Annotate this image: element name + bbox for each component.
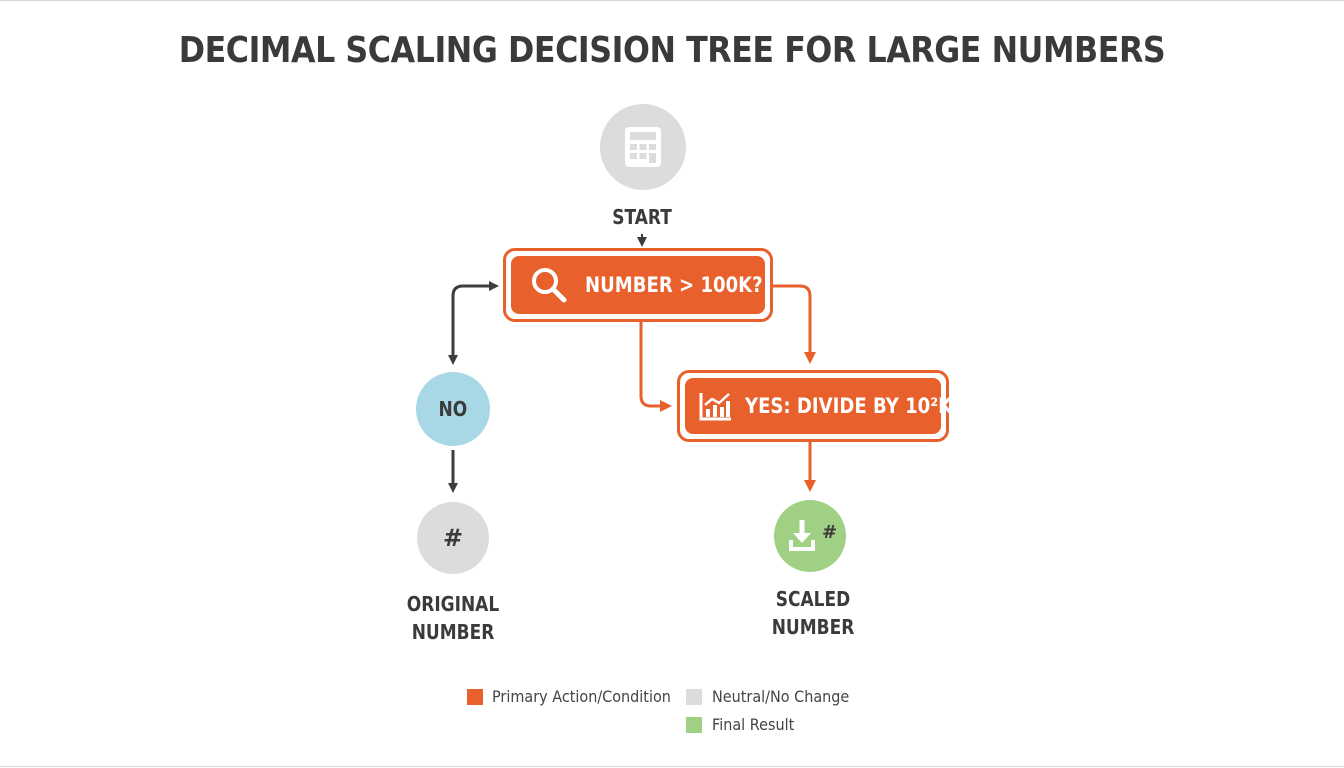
hash-icon: # [822,522,838,543]
start-label: START [612,205,672,229]
arrow-condition-to-yes-left [639,322,672,412]
no-node: NO [416,372,490,446]
calculator-icon [625,127,661,167]
magnifier-icon [532,268,567,303]
original-label-line2: NUMBER [411,620,495,644]
scaled-node: # [774,500,846,572]
condition-node: NUMBER > 100K? [503,248,773,322]
top-border [0,0,1344,1]
download-icon [789,520,815,551]
condition-label: NUMBER > 100K? [585,273,763,297]
no-label: NO [438,397,468,421]
scaled-label-line1: SCALED [775,587,851,611]
original-label: ORIGINAL NUMBER [389,590,517,646]
page-title: DECIMAL SCALING DECISION TREE FOR LARGE … [178,30,1166,71]
hash-icon: # [442,524,464,552]
chart-icon [699,393,731,421]
start-node [600,104,686,190]
scaled-label-line2: NUMBER [771,615,855,639]
bottom-border [0,766,1344,767]
original-node: # [417,502,489,574]
scaled-label: SCALED NUMBER [749,585,877,641]
yes-label: YES: DIVIDE BY 10²K [745,394,953,418]
original-label-line1: ORIGINAL [406,592,500,616]
arrow-no-loop [451,281,499,360]
yes-node: YES: DIVIDE BY 10²K [677,370,953,442]
arrow-condition-to-yes-right [772,284,816,364]
